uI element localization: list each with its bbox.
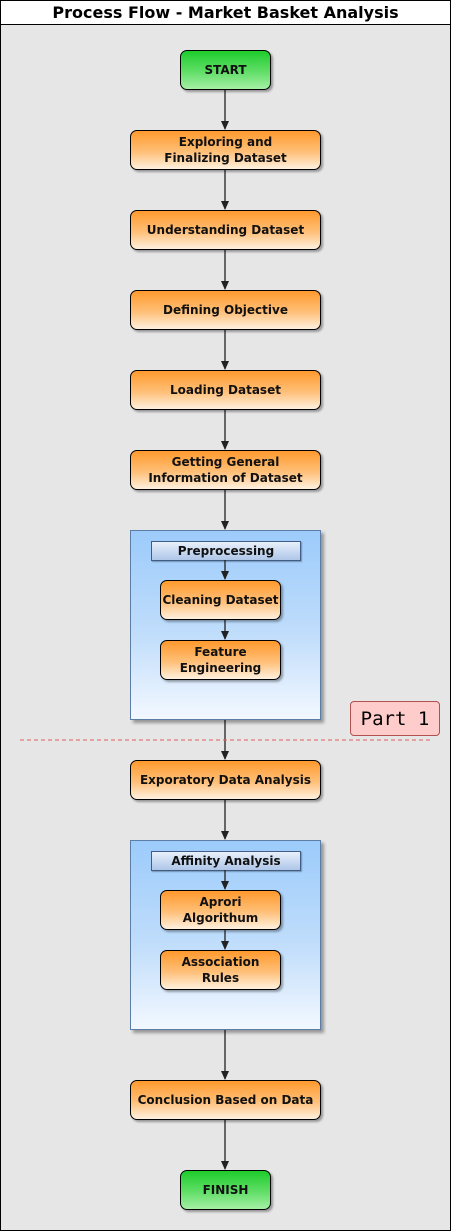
start-node: START — [180, 50, 271, 90]
title-bar: Process Flow - Market Basket Analysis — [1, 1, 450, 25]
association-rules-node: Association Rules — [160, 950, 281, 990]
part-1-label: Part 1 — [350, 701, 440, 736]
apriori-algorithm-node: Aprori Algorithum — [160, 890, 281, 930]
conclusion-node: Conclusion Based on Data — [130, 1080, 321, 1120]
explore-dataset-node: Exploring and Finalizing Dataset — [130, 130, 321, 170]
eda-node: Exporatory Data Analysis — [130, 760, 321, 800]
loading-dataset-node: Loading Dataset — [130, 370, 321, 410]
define-objective-node: Defining Objective — [130, 290, 321, 330]
diagram-title: Process Flow - Market Basket Analysis — [52, 3, 399, 22]
preprocessing-title: Preprocessing — [151, 541, 301, 561]
cleaning-dataset-node: Cleaning Dataset — [160, 580, 281, 620]
affinity-analysis-title: Affinity Analysis — [151, 851, 301, 871]
general-info-node: Getting General Information of Dataset — [130, 450, 321, 490]
understand-dataset-node: Understanding Dataset — [130, 210, 321, 250]
feature-engineering-node: Feature Engineering — [160, 640, 281, 680]
finish-node: FINISH — [180, 1170, 271, 1210]
